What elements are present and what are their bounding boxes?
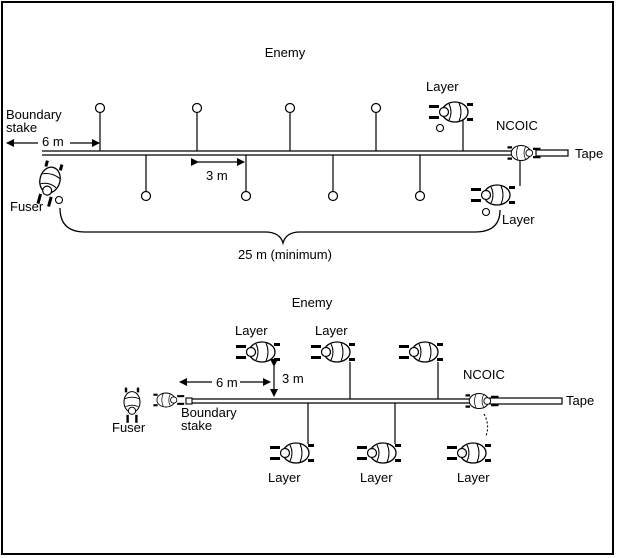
top-boundary-label-2: stake <box>6 120 37 135</box>
bottom-enemy-label: Enemy <box>292 295 333 310</box>
top-minimum-brace <box>59 207 501 246</box>
bottom-layer-bottom-figure-3 <box>446 442 492 464</box>
bottom-lower-stakes <box>307 403 396 444</box>
bottom-upper-stakes <box>349 362 439 399</box>
bottom-ncoic-path <box>483 413 489 437</box>
bottom-layer-top-figure-3 <box>398 341 444 363</box>
bottom-layer-top-figure-1 <box>235 341 281 363</box>
bottom-layer-bottom-label-2: Layer <box>360 470 393 485</box>
top-layer-lower-label: Layer <box>502 212 535 227</box>
top-upper-mines <box>94 102 464 151</box>
bottom-boundary-label-1: Boundary <box>181 405 237 420</box>
bottom-fuser-figure <box>123 387 141 424</box>
bottom-boundary-label-2: stake <box>181 418 212 433</box>
top-fuser-label: Fuser <box>10 199 44 214</box>
top-six-m-label: 6 m <box>42 134 64 149</box>
bottom-layer-bottom-label-3: Layer <box>457 470 490 485</box>
top-enemy-label: Enemy <box>265 45 306 60</box>
top-centerline-tape <box>42 149 569 157</box>
bottom-layer-bottom-figure-1 <box>269 442 315 464</box>
top-fuser-mine <box>54 195 64 205</box>
top-ncoic-label: NCOIC <box>496 118 538 133</box>
top-layer-lower-figure <box>470 184 516 206</box>
top-tape-label: Tape <box>575 146 603 161</box>
bottom-layer-top-figure-2 <box>310 341 356 363</box>
top-minimum-label: 25 m (minimum) <box>238 247 332 262</box>
bottom-ncoic-label: NCOIC <box>463 367 505 382</box>
bottom-six-m-label: 6 m <box>216 375 238 390</box>
top-diagram: Enemy Boundary stake 6 m <box>6 45 603 262</box>
bottom-diagram: Enemy Layer Layer 3 m 6 m <box>112 295 594 485</box>
top-three-m-label: 3 m <box>206 168 228 183</box>
top-boundary-label-1: Boundary <box>6 107 62 122</box>
top-layer-lower-mine <box>481 207 491 217</box>
top-layer-upper-mine <box>435 123 445 133</box>
bottom-tape-label: Tape <box>566 393 594 408</box>
bottom-layer-bottom-figure-2 <box>356 442 402 464</box>
bottom-layer-top-label-2: Layer <box>315 323 348 338</box>
bottom-layer-top-label-1: Layer <box>235 323 268 338</box>
top-layer-upper-figure <box>428 101 474 123</box>
bottom-layer-bottom-label-1: Layer <box>268 470 301 485</box>
top-lower-mines <box>140 155 521 202</box>
bottom-fuser-label: Fuser <box>112 420 146 435</box>
bottom-centerline-tape <box>185 397 563 405</box>
bottom-fuser-helper-figure <box>152 392 185 408</box>
bottom-three-m-label: 3 m <box>282 371 304 386</box>
top-layer-upper-label: Layer <box>426 79 459 94</box>
